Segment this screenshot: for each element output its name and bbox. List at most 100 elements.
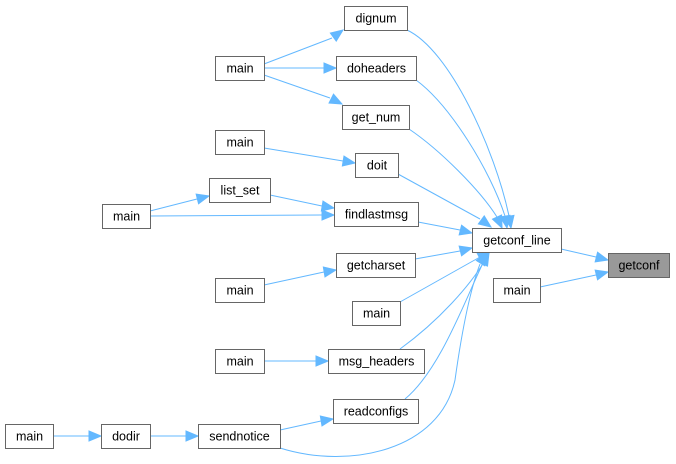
edge-line: [417, 221, 461, 231]
node-label: getconf_line: [483, 234, 550, 248]
node-getcharset[interactable]: getcharset: [336, 253, 416, 278]
node-label: main: [226, 284, 253, 298]
node-main[interactable]: main: [352, 301, 401, 326]
node-dignum[interactable]: dignum: [344, 6, 408, 31]
arrowhead-icon: [328, 93, 344, 105]
node-main[interactable]: main: [215, 56, 265, 81]
arrowhead-icon: [458, 224, 474, 236]
edge-line: [263, 271, 325, 286]
node-label: main: [226, 62, 253, 76]
edge-main7-to-msg_headers: [264, 355, 330, 367]
arrowhead-icon: [458, 245, 474, 257]
node-msg-headers[interactable]: msg_headers: [328, 349, 425, 374]
node-label: main: [503, 284, 530, 298]
edge-line: [263, 37, 333, 65]
node-doit[interactable]: doit: [355, 153, 399, 178]
edge-line: [415, 79, 506, 217]
edge-line: [269, 194, 323, 207]
arrowhead-icon: [185, 430, 200, 442]
node-main[interactable]: main: [215, 349, 265, 374]
arrowhead-icon: [322, 266, 338, 278]
edge-main3-to-list_set: [149, 193, 211, 212]
node-findlastmsg[interactable]: findlastmsg: [334, 202, 419, 227]
node-getconf[interactable]: getconf: [608, 253, 670, 278]
edge-get_num-to-getconf_line: [408, 128, 503, 230]
arrowhead-icon: [475, 251, 488, 267]
node-label: main: [363, 307, 390, 321]
edge-main2-to-doit: [263, 147, 357, 167]
node-label: list_set: [221, 184, 260, 198]
node-label: doheaders: [347, 62, 406, 76]
arrowhead-icon: [195, 193, 211, 205]
node-main[interactable]: main: [102, 204, 151, 229]
edge-main1-to-dignum: [263, 29, 345, 65]
arrowhead-icon: [319, 415, 335, 427]
edge-sendnotice-to-readconfigs: [279, 415, 335, 431]
edge-main4-to-getcharset: [263, 266, 338, 286]
node-label: main: [113, 210, 140, 224]
arrowhead-icon: [321, 209, 336, 221]
node-getconf-line[interactable]: getconf_line: [472, 228, 562, 253]
node-label: msg_headers: [339, 355, 415, 369]
node-list-set[interactable]: list_set: [209, 178, 271, 203]
edge-sendnotice-to-getconf_line: [279, 251, 488, 457]
edge-doit-to-getconf_line: [397, 173, 493, 228]
edge-line: [560, 248, 597, 258]
edge-line: [397, 173, 481, 220]
node-get-num[interactable]: get_num: [342, 105, 410, 130]
edge-line: [539, 274, 597, 288]
edge-line: [263, 74, 331, 99]
arrowhead-icon: [491, 214, 503, 230]
edges-layer: [53, 29, 610, 457]
node-readconfigs[interactable]: readconfigs: [333, 399, 419, 424]
edge-line: [406, 29, 510, 217]
arrowhead-icon: [594, 251, 610, 263]
node-label: findlastmsg: [345, 208, 408, 222]
edge-main3-to-findlastmsg: [149, 209, 336, 221]
edge-main5-to-getconf: [539, 269, 610, 288]
node-main[interactable]: main: [215, 130, 265, 155]
node-label: getcharset: [347, 259, 406, 273]
arrowhead-icon: [323, 62, 338, 74]
edge-line: [263, 147, 344, 162]
edge-line: [149, 214, 323, 217]
edge-dodir-to-sendnotice: [150, 430, 200, 442]
arrowhead-icon: [320, 200, 336, 212]
arrowhead-icon: [499, 214, 511, 230]
edge-line: [414, 250, 461, 260]
node-label: main: [16, 430, 43, 444]
node-label: dodir: [112, 430, 140, 444]
edge-main1-to-doheaders: [264, 62, 338, 74]
arrowhead-icon: [315, 355, 330, 367]
node-label: dignum: [356, 12, 397, 26]
arrowhead-icon: [329, 29, 345, 43]
nodes-layer: dignum main doheaders get_num main doit …: [5, 6, 670, 449]
node-label: main: [226, 136, 253, 150]
edge-line: [408, 128, 498, 218]
arrowhead-icon: [477, 214, 493, 228]
edge-doheaders-to-getconf_line: [415, 79, 511, 230]
node-main[interactable]: main: [493, 278, 541, 303]
node-label: main: [226, 355, 253, 369]
node-label: getconf: [618, 259, 660, 273]
edge-findlastmsg-to-getconf_line: [417, 221, 474, 236]
node-main[interactable]: main: [215, 278, 265, 303]
edge-line: [404, 262, 484, 400]
node-sendnotice[interactable]: sendnotice: [198, 424, 281, 449]
edge-line: [279, 263, 481, 457]
node-main[interactable]: main: [5, 424, 54, 449]
edge-getconf_line-to-getconf: [560, 248, 610, 263]
arrowhead-icon: [594, 269, 610, 281]
arrowhead-icon: [88, 430, 103, 442]
edge-main8-to-dodir: [53, 430, 103, 442]
node-label: get_num: [352, 111, 401, 125]
node-dodir[interactable]: dodir: [101, 424, 151, 449]
node-doheaders[interactable]: doheaders: [336, 56, 417, 81]
node-label: readconfigs: [344, 405, 409, 419]
node-label: sendnotice: [209, 430, 270, 444]
edge-getcharset-to-getconf_line: [414, 245, 474, 260]
edge-main1-to-get_num: [263, 74, 344, 105]
edge-line: [149, 198, 198, 212]
edge-line: [399, 256, 481, 303]
